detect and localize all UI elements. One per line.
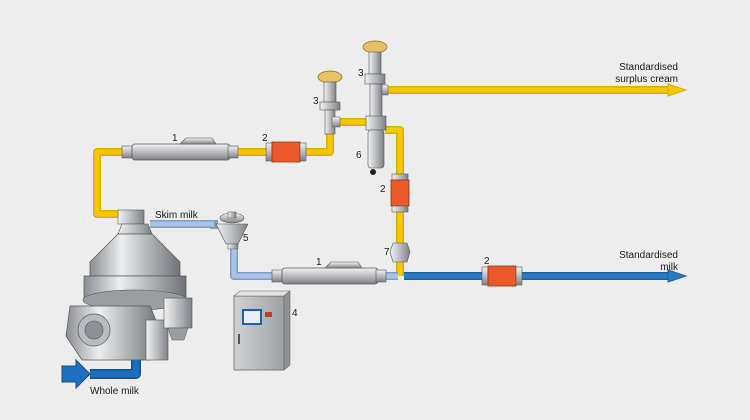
- regulating-valve-left: [317, 70, 343, 135]
- density-vertical-number: 2: [380, 184, 386, 195]
- flow-meter-top-number: 1: [172, 133, 178, 144]
- density-bottom-number: 2: [484, 256, 490, 267]
- whole-milk-arrow: [61, 358, 91, 390]
- density-transmitter-bottom: [481, 265, 523, 287]
- std-milk-label-1: Standardised: [619, 250, 678, 261]
- constant-pressure-valve: [215, 211, 249, 250]
- sight-glass: [365, 115, 387, 175]
- check-valve-number: 7: [384, 247, 390, 258]
- whole-milk-label: Whole milk: [90, 386, 140, 397]
- surplus-cream-label-2: surplus cream: [615, 74, 678, 85]
- sight-glass-number: 6: [356, 150, 362, 161]
- surplus-cream-label-1: Standardised: [619, 62, 678, 73]
- flow-meter-bottom: [271, 261, 387, 285]
- flow-meter-top: [121, 137, 239, 161]
- valve-right-number: 3: [358, 68, 364, 79]
- density-transmitter-vertical: [390, 173, 410, 213]
- cream-pipe: [93, 148, 128, 218]
- check-valve: [389, 242, 411, 263]
- std-milk-arrow: [667, 269, 688, 283]
- separator: [65, 209, 193, 361]
- valve-left-number: 3: [313, 96, 319, 107]
- regulating-valve-right: [362, 40, 389, 125]
- std-milk-label-2: milk: [660, 262, 679, 273]
- control-panel: [233, 290, 291, 371]
- constant-pressure-number: 5: [243, 233, 249, 244]
- skim-milk-label: Skim milk: [155, 210, 199, 221]
- flow-meter-bottom-number: 1: [316, 257, 322, 268]
- density-top-number: 2: [262, 133, 268, 144]
- density-transmitter-top: [265, 141, 307, 163]
- control-panel-number: 4: [292, 308, 298, 319]
- surplus-cream-arrow: [667, 83, 688, 97]
